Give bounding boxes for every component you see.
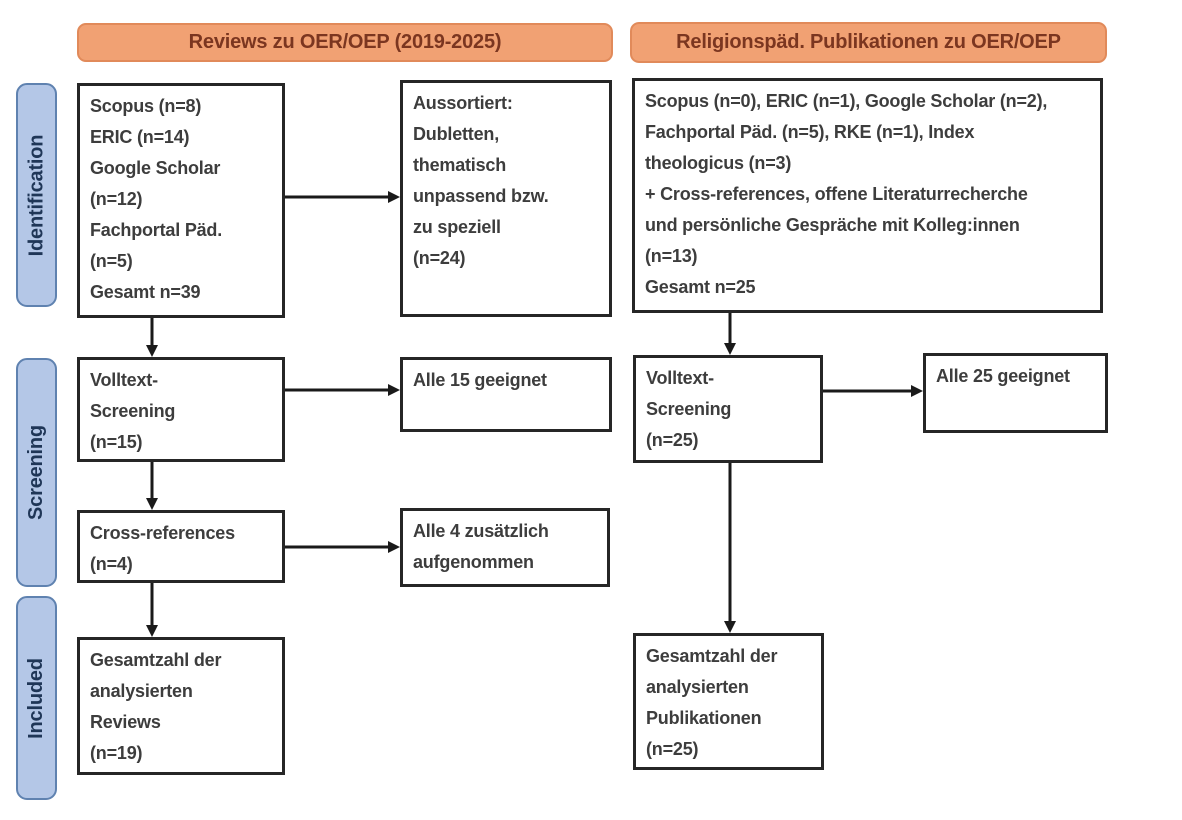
box-reviews-excluded: Aussortiert: Dubletten, thematisch unpas… <box>400 80 612 317</box>
box-reviews-screening-result: Alle 15 geeignet <box>400 357 612 432</box>
column-header-reviews: Reviews zu OER/OEP (2019-2025) <box>77 23 613 62</box>
stage-label-screening-text: Screening <box>25 425 47 520</box>
box-reviews-crossreferences: Cross-references (n=4) <box>77 510 285 583</box>
box-publications-fulltext-screening: Volltext- Screening (n=25) <box>633 355 823 463</box>
box-publications-screening-result: Alle 25 geeignet <box>923 353 1108 433</box>
box-publications-identification: Scopus (n=0), ERIC (n=1), Google Scholar… <box>632 78 1103 313</box>
box-reviews-crossref-result: Alle 4 zusätzlich aufgenommen <box>400 508 610 587</box>
box-reviews-included: Gesamtzahl der analysierten Reviews (n=1… <box>77 637 285 775</box>
box-publications-included: Gesamtzahl der analysierten Publikatione… <box>633 633 824 770</box>
column-header-religionspaed: Religionspäd. Publikationen zu OER/OEP <box>630 22 1107 63</box>
box-reviews-fulltext-screening: Volltext- Screening (n=15) <box>77 357 285 462</box>
box-reviews-identification: Scopus (n=8) ERIC (n=14) Google Scholar … <box>77 83 285 318</box>
stage-label-included-text: Included <box>25 657 48 739</box>
stage-label-identification: Identification <box>16 83 57 307</box>
stage-label-included: Included <box>16 596 57 800</box>
stage-label-screening: Screening <box>16 358 57 587</box>
stage-label-identification-text: Identification <box>25 134 47 256</box>
